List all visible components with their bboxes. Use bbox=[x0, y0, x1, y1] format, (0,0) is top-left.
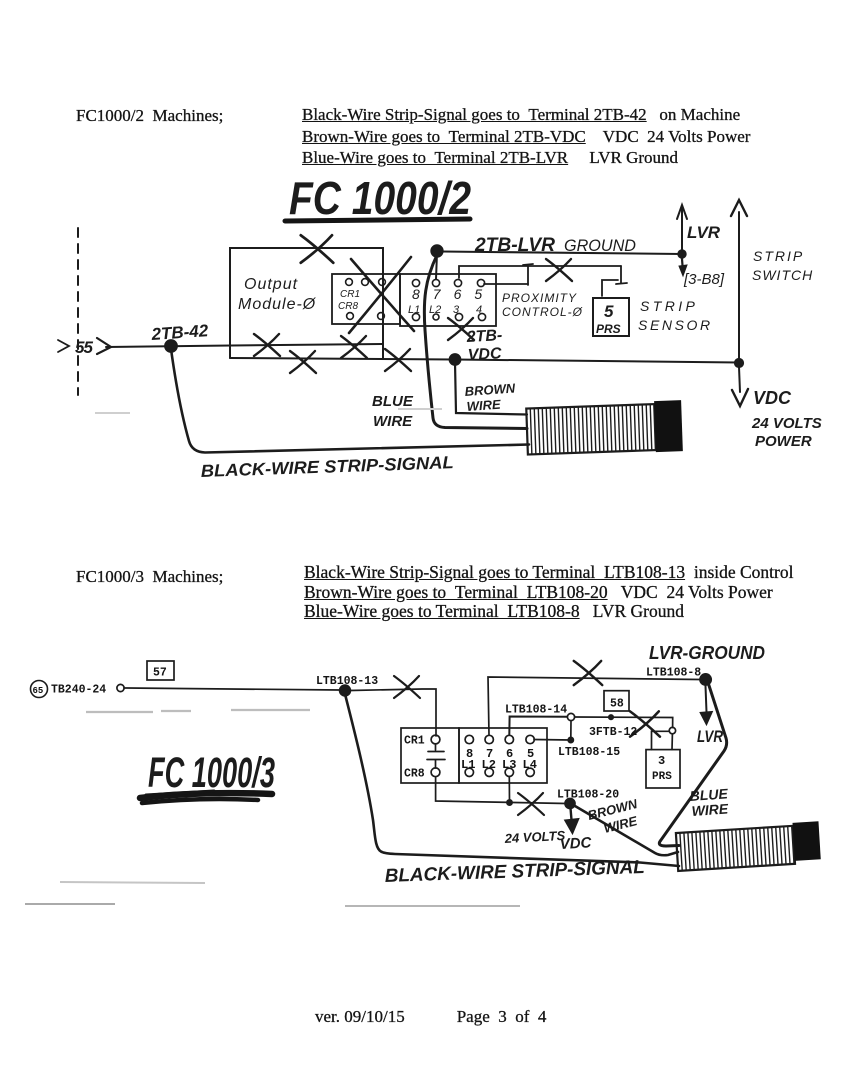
svg-text:CR1: CR1 bbox=[404, 735, 425, 748]
svg-text:L2: L2 bbox=[482, 758, 496, 772]
svg-text:VDC: VDC bbox=[753, 388, 792, 408]
svg-text:58: 58 bbox=[610, 698, 624, 711]
svg-text:Module-Ø: Module-Ø bbox=[238, 296, 317, 313]
svg-text:VDC: VDC bbox=[559, 834, 593, 853]
svg-text:24 VOLTS: 24 VOLTS bbox=[503, 828, 565, 846]
svg-text:2TB-: 2TB- bbox=[465, 327, 502, 346]
svg-text:FC 1000/3: FC 1000/3 bbox=[148, 749, 275, 797]
svg-text:SENSOR: SENSOR bbox=[638, 317, 713, 333]
svg-text:STRIP: STRIP bbox=[753, 248, 804, 264]
svg-text:FC 1000/2: FC 1000/2 bbox=[289, 172, 471, 224]
svg-text:GROUND: GROUND bbox=[564, 236, 636, 255]
svg-text:57: 57 bbox=[153, 667, 167, 680]
svg-text:CR8: CR8 bbox=[404, 768, 425, 781]
svg-text:8765: 8765 bbox=[412, 286, 495, 302]
svg-text:LTB108-14: LTB108-14 bbox=[505, 704, 567, 717]
svg-text:STRIP: STRIP bbox=[640, 298, 698, 314]
svg-text:BLACK-WIRE STRIP-SIGNAL: BLACK-WIRE STRIP-SIGNAL bbox=[384, 857, 645, 887]
svg-text:3: 3 bbox=[658, 754, 665, 768]
svg-text:BLACK-WIRE STRIP-SIGNAL: BLACK-WIRE STRIP-SIGNAL bbox=[200, 452, 454, 481]
svg-text:PRS: PRS bbox=[652, 771, 672, 783]
svg-text:7: 7 bbox=[486, 747, 493, 761]
svg-text:24 VOLTS: 24 VOLTS bbox=[751, 415, 822, 432]
svg-text:POWER: POWER bbox=[755, 433, 812, 450]
svg-text:5: 5 bbox=[604, 302, 614, 321]
svg-text:WIRE: WIRE bbox=[373, 413, 413, 430]
svg-text:Output: Output bbox=[244, 276, 298, 293]
svg-text:8: 8 bbox=[466, 747, 473, 761]
svg-text:WIRE: WIRE bbox=[691, 800, 729, 819]
svg-text:L3: L3 bbox=[502, 758, 516, 772]
svg-text:LTB108-8: LTB108-8 bbox=[646, 667, 701, 680]
svg-text:L1: L1 bbox=[461, 758, 475, 772]
svg-text:3: 3 bbox=[453, 304, 460, 316]
svg-text:[3-B8]: [3-B8] bbox=[683, 271, 725, 288]
svg-text:4: 4 bbox=[476, 304, 482, 316]
svg-text:TB240-24: TB240-24 bbox=[51, 684, 106, 697]
svg-text:LVR: LVR bbox=[687, 223, 721, 242]
svg-text:PRS: PRS bbox=[596, 322, 621, 336]
svg-text:L4: L4 bbox=[523, 758, 537, 772]
svg-text:2TB-LVR: 2TB-LVR bbox=[474, 235, 555, 256]
svg-text:LTB108-13: LTB108-13 bbox=[316, 675, 378, 688]
svg-text:6: 6 bbox=[506, 747, 513, 761]
svg-text:WIRE: WIRE bbox=[466, 397, 501, 414]
svg-text:LVR-GROUND: LVR-GROUND bbox=[649, 643, 765, 663]
svg-text:BROWN: BROWN bbox=[464, 380, 516, 399]
svg-text:BLUE: BLUE bbox=[372, 393, 414, 410]
svg-text:PROXIMITY: PROXIMITY bbox=[502, 291, 577, 305]
svg-text:L2: L2 bbox=[429, 304, 441, 316]
svg-text:5: 5 bbox=[527, 747, 534, 761]
svg-text:SWITCH: SWITCH bbox=[752, 267, 813, 283]
svg-text:LTB108-20: LTB108-20 bbox=[557, 789, 619, 802]
svg-text:CONTROL-Ø: CONTROL-Ø bbox=[502, 305, 583, 319]
svg-text:55: 55 bbox=[75, 338, 93, 357]
svg-text:L1: L1 bbox=[408, 304, 420, 316]
svg-text:LVR: LVR bbox=[697, 727, 724, 746]
svg-text:VDC: VDC bbox=[467, 345, 502, 364]
svg-text:BLUE: BLUE bbox=[689, 785, 729, 804]
svg-text:65: 65 bbox=[33, 686, 44, 696]
svg-text:CR1: CR1 bbox=[340, 289, 360, 300]
svg-text:3FTB-12: 3FTB-12 bbox=[589, 726, 637, 739]
svg-text:LTB108-15: LTB108-15 bbox=[558, 746, 620, 759]
svg-text:CR8: CR8 bbox=[338, 301, 358, 312]
svg-text:2TB-42: 2TB-42 bbox=[150, 321, 209, 344]
